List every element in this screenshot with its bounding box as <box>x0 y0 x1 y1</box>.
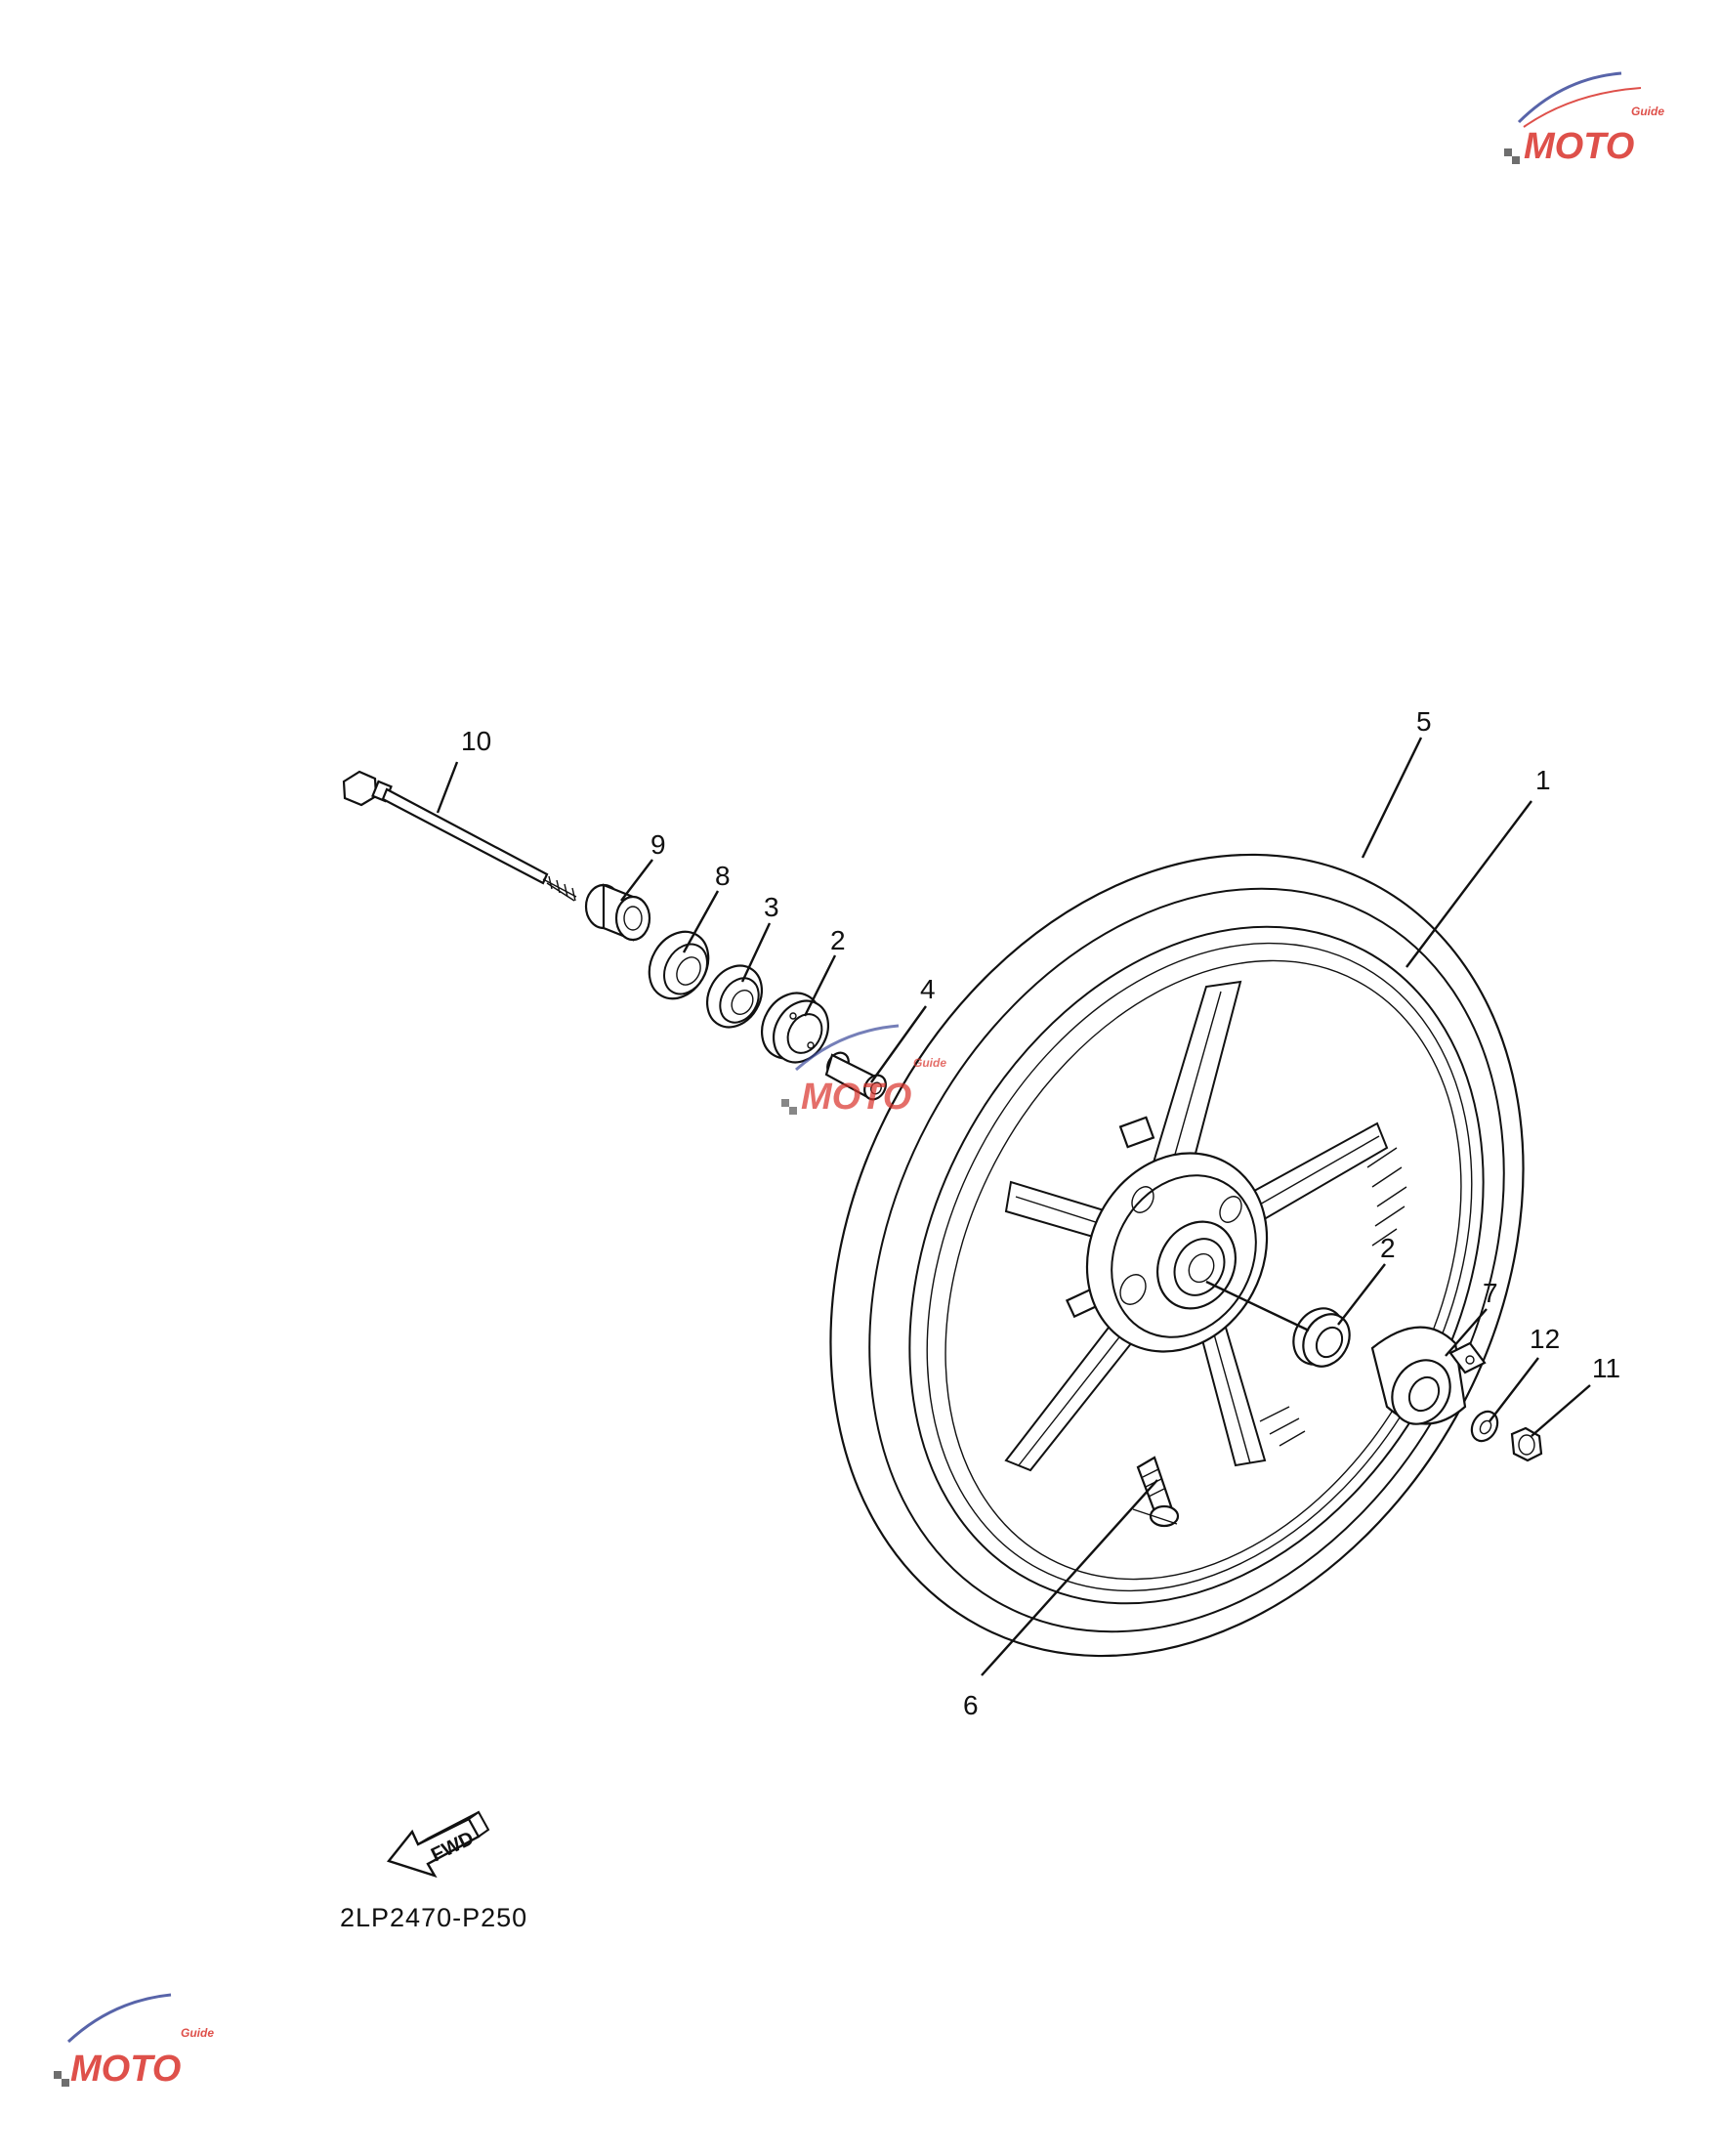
callout-1: 1 <box>1535 765 1551 795</box>
axle-nut <box>1510 1426 1543 1462</box>
watermark-logo-top: MOTO Guide <box>1504 71 1664 167</box>
callout-7: 7 <box>1483 1278 1498 1308</box>
oil-seal <box>648 930 710 1000</box>
callout-5: 5 <box>1416 706 1432 737</box>
callout-8: 8 <box>715 861 731 891</box>
watermark-sub-bottom: Guide <box>181 2026 214 2040</box>
watermark-logo-center: MOTO Guide <box>781 1024 946 1118</box>
callout-2-left: 2 <box>830 925 846 955</box>
callout-12: 12 <box>1530 1324 1560 1354</box>
callout-6: 6 <box>963 1690 979 1720</box>
bearing-3 <box>705 964 764 1029</box>
callout-10: 10 <box>461 726 491 756</box>
bearing-2-right <box>1292 1307 1351 1368</box>
collar <box>584 883 651 942</box>
callout-4: 4 <box>920 974 936 1004</box>
wheel-spokes <box>1004 980 1389 1472</box>
callout-3: 3 <box>764 892 779 922</box>
watermark-sub-center: Guide <box>913 1056 946 1070</box>
leader-lines <box>436 737 1591 1676</box>
callout-9: 9 <box>650 829 666 860</box>
watermark-logo-bottom: MOTO Guide <box>54 1993 214 2090</box>
callout-2-right: 2 <box>1380 1233 1396 1263</box>
callout-11: 11 <box>1592 1353 1620 1383</box>
tire-valve <box>1132 1456 1180 1528</box>
axle-bolt <box>342 770 577 902</box>
speedometer-gear-unit <box>1370 1326 1487 1425</box>
spacer <box>824 1051 887 1101</box>
watermark-sub: Guide <box>1631 105 1664 118</box>
bearing-2-left <box>760 992 830 1064</box>
forward-arrow-icon: FWD <box>386 1810 490 1879</box>
part-code: 2LP2470-P250 <box>340 1903 528 1932</box>
watermark-brand: MOTO <box>1524 126 1634 167</box>
wheel-hub <box>1085 1152 1269 1353</box>
watermark-brand-center: MOTO <box>801 1077 911 1118</box>
watermark-brand-bottom: MOTO <box>70 2049 181 2090</box>
